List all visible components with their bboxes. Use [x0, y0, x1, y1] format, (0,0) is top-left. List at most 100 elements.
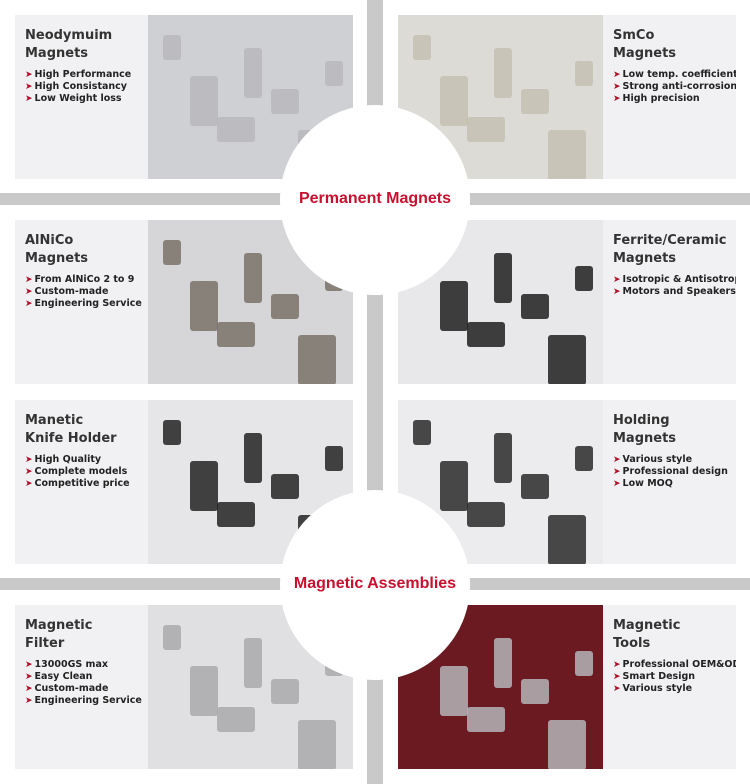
panel-text: Magnetic Filter ➤13000GS max➤Easy Clean➤… — [15, 605, 148, 769]
arrow-icon: ➤ — [613, 94, 621, 104]
product-item — [494, 433, 512, 483]
panel-title: Magnetic — [613, 618, 681, 633]
product-item — [271, 679, 299, 704]
product-item — [575, 266, 593, 291]
panel-text: Holding Magnets ➤Various style➤Professio… — [603, 400, 736, 564]
arrow-icon: ➤ — [25, 275, 33, 285]
product-item — [271, 474, 299, 499]
product-item — [575, 446, 593, 471]
arrow-icon: ➤ — [25, 82, 33, 92]
panel-title: AlNiCo — [25, 233, 74, 248]
arrow-icon: ➤ — [613, 70, 621, 80]
panel-text: Manetic Knife Holder ➤High Quality➤Compl… — [15, 400, 148, 564]
feature-list: ➤High Quality➤Complete models➤Competitiv… — [25, 454, 138, 490]
feature-item: ➤13000GS max — [25, 659, 108, 670]
panel-subtitle: Magnets — [613, 251, 677, 266]
feature-item: ➤Custom-made — [25, 286, 109, 297]
product-item — [244, 638, 262, 688]
panel-subtitle: Tools — [613, 636, 651, 651]
product-item — [190, 76, 218, 126]
arrow-icon: ➤ — [25, 696, 33, 706]
feature-item: ➤Strong anti-corrosion — [613, 81, 736, 92]
section-title: Magnetic Assemblies — [0, 575, 750, 593]
product-item — [440, 281, 468, 331]
panel-subtitle: Magnets — [25, 251, 89, 266]
panel-subtitle: Magnets — [25, 46, 89, 61]
product-item — [467, 117, 505, 142]
feature-list: ➤Isotropic & Antisotropic➤Motors and Spe… — [613, 274, 736, 298]
feature-item: ➤Low Weight loss — [25, 93, 122, 104]
feature-item: ➤From AlNiCo 2 to 9 — [25, 274, 135, 285]
arrow-icon: ➤ — [613, 660, 621, 670]
feature-item: ➤Engineering Service — [25, 298, 142, 309]
product-item — [271, 89, 299, 114]
product-item — [163, 35, 181, 60]
panel-subtitle: Filter — [25, 636, 65, 651]
product-item — [575, 651, 593, 676]
product-item — [163, 625, 181, 650]
section-title: Permanent Magnets — [0, 190, 750, 208]
product-panel-smco[interactable]: SmCo Magnets ➤Low temp. coefficient➤Stro… — [398, 15, 736, 179]
arrow-icon: ➤ — [613, 455, 621, 465]
product-panel-alnico[interactable]: AlNiCo Magnets ➤From AlNiCo 2 to 9➤Custo… — [15, 220, 353, 384]
product-item — [548, 515, 586, 564]
product-item — [325, 446, 343, 471]
feature-list: ➤High Performance➤High Consistancy➤Low W… — [25, 69, 138, 105]
arrow-icon: ➤ — [25, 299, 33, 309]
feature-item: ➤High Consistancy — [25, 81, 127, 92]
panel-subtitle: Magnets — [613, 431, 677, 446]
arrow-icon: ➤ — [25, 467, 33, 477]
product-item — [494, 638, 512, 688]
arrow-icon: ➤ — [25, 479, 33, 489]
panel-title: SmCo — [613, 28, 655, 43]
panel-text: Ferrite/Ceramic Magnets ➤Isotropic & Ant… — [603, 220, 736, 384]
product-item — [521, 474, 549, 499]
product-item — [521, 294, 549, 319]
feature-list: ➤Professional OEM&ODM➤Smart Design➤Vario… — [613, 659, 736, 695]
arrow-icon: ➤ — [613, 684, 621, 694]
feature-item: ➤Motors and Speakers — [613, 286, 736, 297]
arrow-icon: ➤ — [25, 94, 33, 104]
feature-item: ➤Complete models — [25, 466, 128, 477]
product-item — [190, 461, 218, 511]
product-item — [440, 76, 468, 126]
arrow-icon: ➤ — [613, 82, 621, 92]
feature-list: ➤13000GS max➤Easy Clean➤Custom-made➤Engi… — [25, 659, 142, 707]
product-item — [413, 35, 431, 60]
feature-item: ➤High Performance — [25, 69, 132, 80]
product-photo — [148, 220, 353, 384]
panel-subtitle: Knife Holder — [25, 431, 117, 446]
feature-item: ➤Smart Design — [613, 671, 696, 682]
product-item — [440, 666, 468, 716]
feature-item: ➤Custom-made — [25, 683, 109, 694]
feature-item: ➤High precision — [613, 93, 700, 104]
panel-title: Manetic — [25, 413, 84, 428]
product-item — [298, 720, 336, 769]
product-item — [467, 502, 505, 527]
product-item — [244, 48, 262, 98]
panel-text: Magnetic Tools ➤Professional OEM&ODM➤Sma… — [603, 605, 736, 769]
product-item — [325, 61, 343, 86]
product-item — [521, 679, 549, 704]
arrow-icon: ➤ — [25, 660, 33, 670]
arrow-icon: ➤ — [613, 672, 621, 682]
product-item — [244, 433, 262, 483]
feature-item: ➤Engineering Service — [25, 695, 142, 706]
feature-item: ➤Isotropic & Antisotropic — [613, 274, 736, 285]
product-item — [548, 720, 586, 769]
panel-title: Ferrite/Ceramic — [613, 233, 727, 248]
product-item — [548, 335, 586, 384]
product-item — [217, 322, 255, 347]
feature-item: ➤Various style — [613, 454, 693, 465]
product-item — [163, 420, 181, 445]
product-item — [271, 294, 299, 319]
panel-text: AlNiCo Magnets ➤From AlNiCo 2 to 9➤Custo… — [15, 220, 148, 384]
panel-text: SmCo Magnets ➤Low temp. coefficient➤Stro… — [603, 15, 736, 179]
arrow-icon: ➤ — [25, 287, 33, 297]
product-item — [217, 502, 255, 527]
feature-item: ➤Low MOQ — [613, 478, 673, 489]
feature-item: ➤Competitive price — [25, 478, 130, 489]
product-item — [413, 420, 431, 445]
product-panel-tools[interactable]: Magnetic Tools ➤Professional OEM&ODM➤Sma… — [398, 605, 736, 769]
feature-list: ➤From AlNiCo 2 to 9➤Custom-made➤Engineer… — [25, 274, 142, 310]
